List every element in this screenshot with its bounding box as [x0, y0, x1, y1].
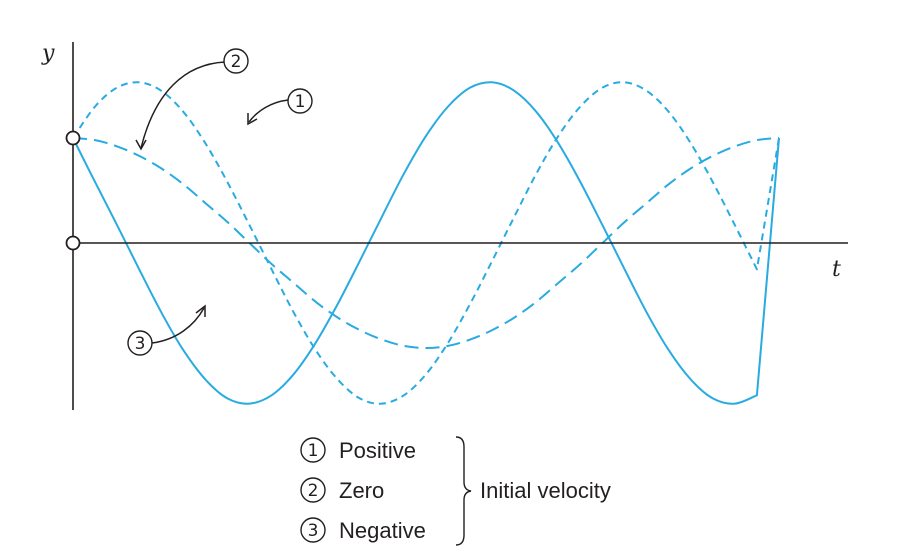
- series-2-line: [72, 137, 780, 349]
- x-axis-label: t: [832, 257, 841, 282]
- series-1-line: [72, 81, 780, 405]
- callout-2: 2: [135, 48, 249, 151]
- initial-markers: [65, 130, 81, 251]
- initial-displacement-marker: [65, 130, 81, 146]
- legend: 1 Positive 2 Zero 3 Negative Initial vel…: [300, 436, 611, 546]
- callout-3-pointer: [151, 307, 205, 344]
- series-layer: [72, 81, 780, 405]
- callout-1-arrowhead: [247, 113, 258, 126]
- legend-label: Zero: [339, 478, 384, 503]
- legend-number: 2: [308, 481, 319, 501]
- callout-2-number: 2: [231, 52, 242, 72]
- legend-entry: 2 Zero: [300, 477, 384, 503]
- callout-2-circle: [223, 48, 249, 74]
- callout-3-number: 3: [135, 334, 146, 354]
- legend-number-circle: [300, 437, 326, 463]
- callout-2-arrowhead: [135, 139, 147, 151]
- equilibrium-marker: [65, 235, 81, 251]
- axes: y t: [41, 41, 848, 410]
- legend-number-circle: [300, 517, 326, 543]
- legend-entry: 3 Negative: [300, 517, 426, 543]
- legend-number-circle: [300, 477, 326, 503]
- callout-3-arrowhead: [195, 304, 206, 317]
- callout-1-pointer: [248, 99, 289, 123]
- callout-1-circle: [287, 88, 313, 114]
- legend-number: 3: [308, 521, 319, 541]
- callout-1: 1: [247, 88, 313, 126]
- series-3-line: [72, 81, 780, 405]
- legend-label: Positive: [339, 438, 416, 463]
- legend-group-label: Initial velocity: [480, 478, 611, 503]
- callout-1-number: 1: [295, 92, 306, 112]
- legend-entry: 1 Positive: [300, 437, 416, 463]
- callout-2-pointer: [140, 61, 226, 149]
- callout-3-circle: [127, 330, 153, 356]
- callout-3: 3: [127, 304, 206, 356]
- legend-brace: [455, 436, 472, 546]
- y-axis-label: y: [41, 41, 55, 66]
- legend-label: Negative: [339, 518, 426, 543]
- legend-number: 1: [308, 441, 319, 461]
